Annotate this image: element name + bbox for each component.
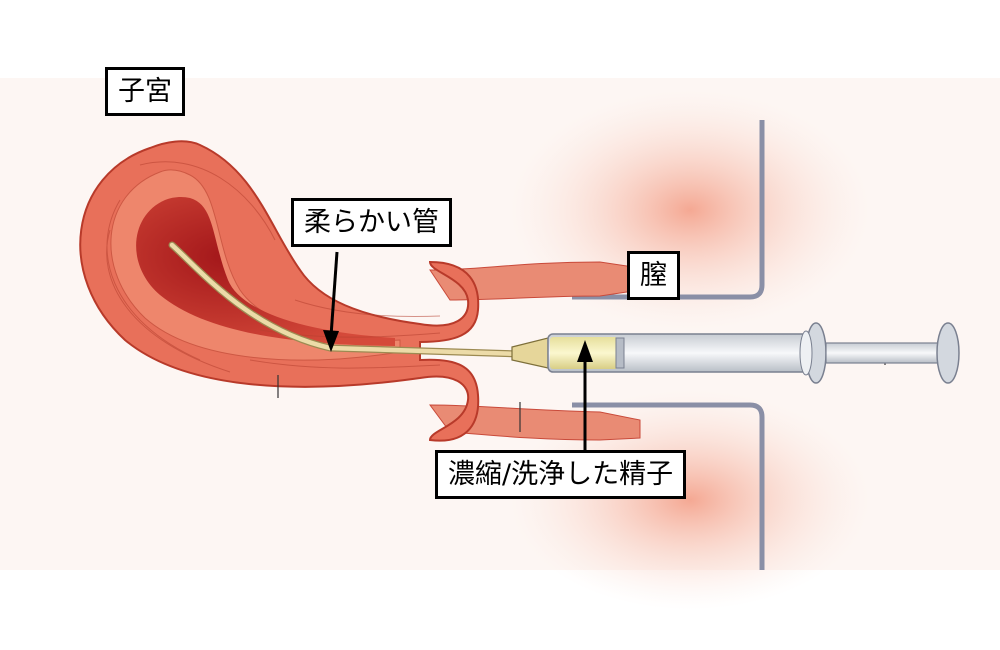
arrow-sperm-icon: [577, 340, 593, 452]
syringe-plunger-rod: [825, 342, 947, 364]
syringe-flange-inner: [799, 330, 813, 376]
uterine-cavity: [136, 196, 395, 346]
syringe-plunger-tip: [615, 337, 625, 369]
uterus-striations: [106, 161, 441, 373]
speculum-upper-blade: [572, 120, 765, 300]
catheter: [169, 242, 523, 357]
label-sperm: 濃縮/洗浄した精子: [435, 450, 687, 499]
syringe-thumb-rest: [936, 322, 960, 384]
tissue-glow-lower: [510, 390, 870, 610]
label-uterus: 子宮: [105, 67, 185, 116]
speculum-lower-blade: [572, 402, 765, 570]
label-vagina: 膣: [627, 251, 680, 300]
label-catheter: 柔らかい管: [291, 198, 452, 247]
vaginal-wall-lower: [429, 404, 641, 441]
arrow-catheter-icon: [323, 251, 339, 352]
